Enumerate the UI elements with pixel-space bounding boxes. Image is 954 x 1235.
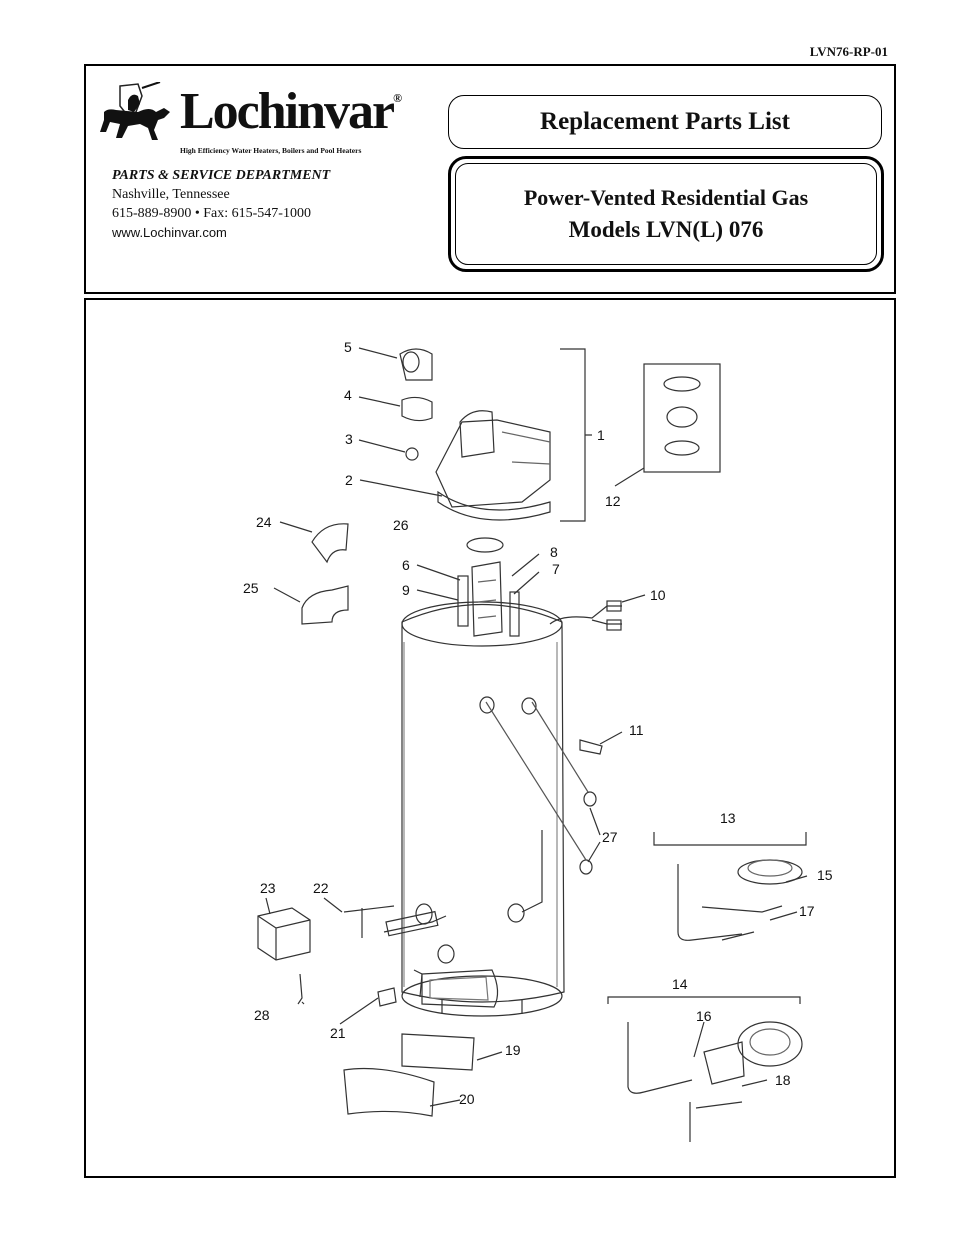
page-title: Replacement Parts List xyxy=(448,95,882,149)
department-phone: 615-889-8900 • Fax: 615-547-1000 xyxy=(112,206,311,221)
callout-21: 21 xyxy=(330,1025,346,1041)
model-line-2: Models LVN(L) 076 xyxy=(568,217,764,242)
callout-3: 3 xyxy=(345,431,353,447)
callout-5: 5 xyxy=(344,339,352,355)
brand-logo: Lochinvar® High Efficiency Water Heaters… xyxy=(98,80,418,160)
horse-rider-icon xyxy=(100,82,170,140)
callout-23: 23 xyxy=(260,880,276,896)
callout-17: 17 xyxy=(799,903,815,919)
document-number: LVN76-RP-01 xyxy=(809,44,888,59)
callout-28: 28 xyxy=(254,1007,270,1023)
callout-9: 9 xyxy=(402,582,410,598)
header-box: Lochinvar® High Efficiency Water Heaters… xyxy=(84,64,896,294)
callout-24: 24 xyxy=(256,514,272,530)
callout-11: 11 xyxy=(629,722,644,738)
callout-22: 22 xyxy=(313,880,329,896)
department-city: Nashville, Tennessee xyxy=(112,187,230,202)
callout-18: 18 xyxy=(775,1072,791,1088)
callout-16: 16 xyxy=(696,1008,712,1024)
callout-27: 27 xyxy=(602,829,618,845)
callout-8: 8 xyxy=(550,544,558,560)
callout-1: 1 xyxy=(597,427,605,443)
callout-25: 25 xyxy=(243,580,259,596)
callout-20: 20 xyxy=(459,1091,475,1107)
callout-2: 2 xyxy=(345,472,353,488)
callout-13: 13 xyxy=(720,810,736,826)
callout-4: 4 xyxy=(344,387,352,403)
parts-diagram: 1 2 3 4 5 6 7 8 9 10 11 12 13 14 15 16 1… xyxy=(84,298,896,1178)
callout-19: 19 xyxy=(505,1042,521,1058)
callout-14: 14 xyxy=(672,976,688,992)
callout-26: 26 xyxy=(393,517,409,533)
exploded-view-drawing: 1 2 3 4 5 6 7 8 9 10 11 12 13 14 15 16 1… xyxy=(243,339,833,1142)
model-line-1: Power-Vented Residential Gas xyxy=(523,185,809,210)
department-title: PARTS & SERVICE DEPARTMENT xyxy=(112,168,331,183)
model-box: Power-Vented Residential Gas Models LVN(… xyxy=(448,156,884,272)
callout-7: 7 xyxy=(552,561,560,577)
department-info: PARTS & SERVICE DEPARTMENT Nashville, Te… xyxy=(112,166,330,242)
brand-tagline: High Efficiency Water Heaters, Boilers a… xyxy=(180,146,362,155)
callout-10: 10 xyxy=(650,587,666,603)
callout-15: 15 xyxy=(817,867,833,883)
callout-12: 12 xyxy=(605,493,621,509)
department-website[interactable]: www.Lochinvar.com xyxy=(112,225,227,240)
callout-6: 6 xyxy=(402,557,410,573)
brand-name: Lochinvar® xyxy=(180,83,402,140)
